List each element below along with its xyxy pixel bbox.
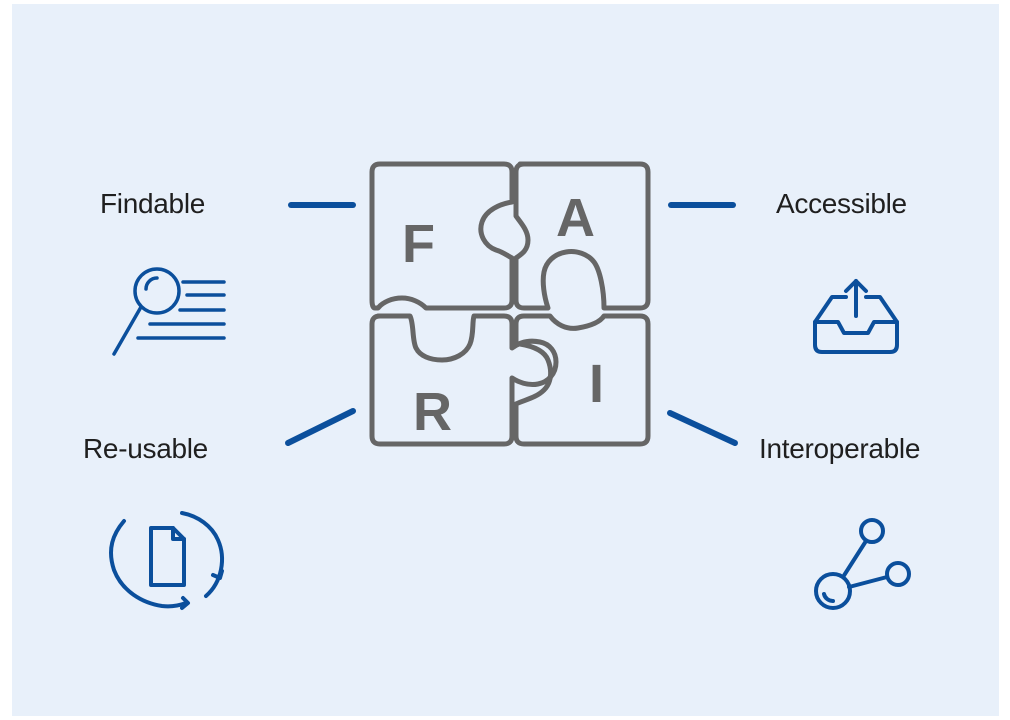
puzzle-piece-i — [513, 313, 651, 447]
connector-interoperable — [667, 410, 738, 446]
puzzle-letter-a: A — [556, 188, 595, 248]
label-findable: Findable — [100, 188, 206, 219]
puzzle-piece-a — [513, 161, 651, 311]
recycle-document-icon — [109, 511, 224, 610]
linked-nodes-icon — [814, 518, 911, 610]
search-document-icon — [112, 267, 226, 356]
puzzle-piece-f — [369, 161, 515, 311]
label-interoperable: Interoperable — [759, 433, 921, 464]
puzzle-piece-r — [369, 313, 559, 447]
fair-puzzle — [369, 161, 651, 447]
puzzle-letter-r: R — [413, 382, 452, 442]
puzzle-letter-f: F — [402, 214, 435, 274]
label-reusable: Re-usable — [83, 433, 208, 464]
diagram-panel — [12, 4, 999, 716]
label-accessible: Accessible — [776, 188, 907, 219]
connector-reusable — [285, 408, 356, 446]
inbox-upload-icon — [813, 279, 899, 354]
puzzle-letter-i: I — [589, 354, 604, 414]
